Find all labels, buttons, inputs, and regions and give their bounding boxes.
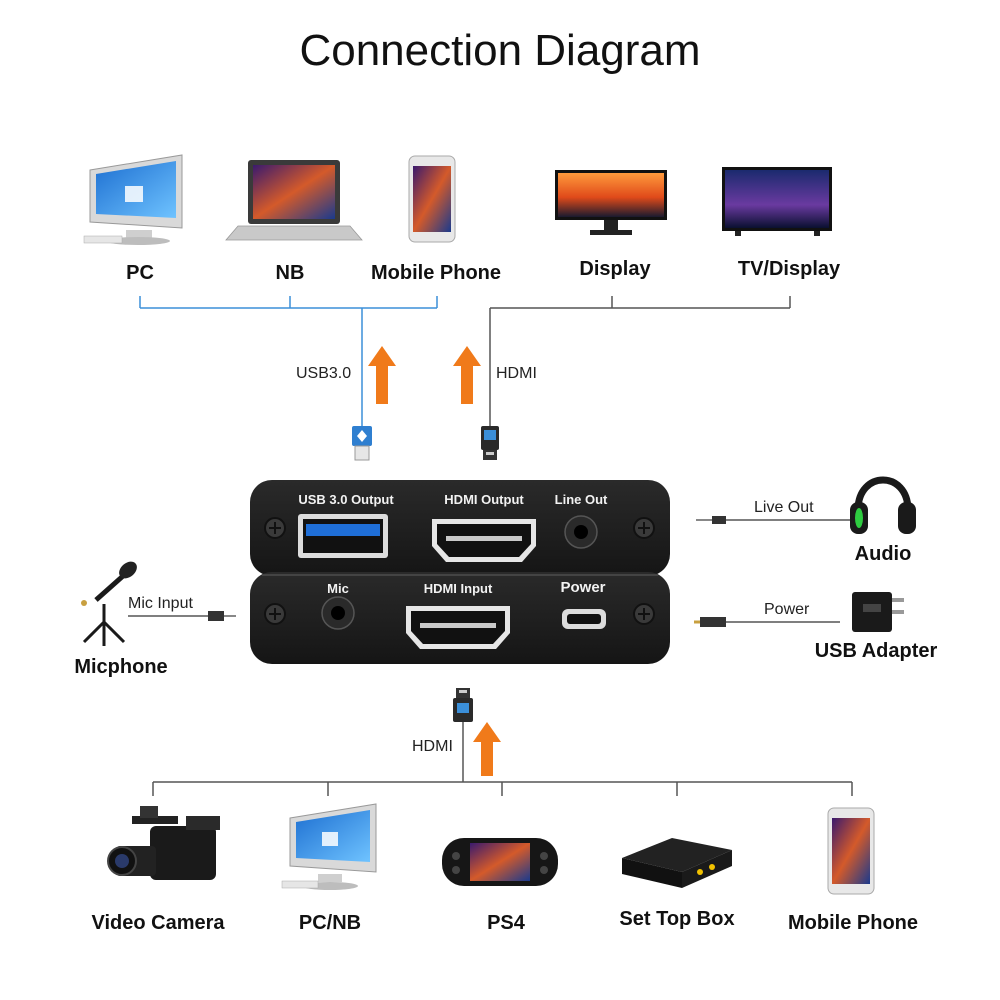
usb-arrow-icon	[368, 346, 396, 404]
hdmi-input-arrow-icon	[473, 722, 501, 776]
handheld-console-icon	[442, 838, 558, 886]
nb-label: NB	[275, 262, 305, 284]
live-out-cable	[696, 516, 850, 524]
mobile-phone-icon	[408, 155, 456, 243]
mobile-phone-label: Mobile Phone	[371, 262, 501, 284]
hdmi-input-port-icon	[406, 606, 510, 649]
hdmi-plug-icon	[481, 426, 499, 460]
mic-input-cable-label: Mic Input	[128, 595, 193, 612]
hdmi-input-plug-icon	[453, 688, 473, 722]
usb-plug-icon	[352, 426, 372, 461]
tv-display-label: TV/Display	[737, 258, 841, 280]
microphone-icon	[81, 561, 137, 646]
live-out-cable-label: Live Out	[754, 499, 814, 516]
ps4-label: PS4	[487, 912, 525, 934]
audio-label: Audio	[854, 543, 912, 565]
power-port-label: Power	[560, 579, 606, 596]
hdmi-input-lines	[152, 722, 853, 796]
hdmi-output-port-icon	[432, 519, 536, 562]
micro-usb-port-icon	[562, 609, 606, 629]
power-cable	[694, 617, 840, 627]
tv-icon	[722, 167, 832, 236]
pc-nb-label: PC/NB	[298, 912, 362, 934]
usb-connection-lines	[139, 296, 438, 428]
set-top-box-label: Set Top Box	[619, 908, 735, 930]
screw-icon	[264, 517, 286, 539]
usb-port-icon	[298, 514, 388, 558]
mic-jack-icon	[321, 596, 355, 630]
screw-icon	[633, 517, 655, 539]
usb-cable-label: USB3.0	[296, 365, 352, 382]
mic-port-label: Mic	[327, 581, 349, 596]
line-out-jack-icon	[564, 515, 598, 549]
pc-label: PC	[126, 262, 154, 284]
screw-icon	[633, 603, 655, 625]
hdmi-output-port-label: HDMI Output	[444, 492, 524, 507]
laptop-icon	[225, 160, 363, 241]
hdmi-input-port-label: HDMI Input	[423, 581, 493, 596]
hdmi-input-cable-label: HDMI	[412, 738, 453, 755]
display-label: Display	[579, 258, 651, 280]
mic-input-cable	[128, 611, 236, 621]
hdmi-output-cable-label: HDMI	[496, 365, 537, 382]
pc-icon	[281, 803, 377, 890]
mobile-phone-bottom-label: Mobile Phone	[788, 912, 918, 934]
pc-icon	[83, 154, 183, 245]
power-cable-label: Power	[764, 601, 810, 618]
usb-output-port-label: USB 3.0 Output	[298, 492, 394, 507]
mobile-phone-icon	[827, 807, 875, 895]
diagram-title: Connection Diagram	[299, 26, 701, 75]
hdmi-output-arrow-icon	[453, 346, 481, 404]
video-camera-label: Video Camera	[91, 912, 225, 934]
line-out-port-label: Line Out	[554, 492, 608, 507]
set-top-box-icon	[622, 838, 732, 888]
display-icon	[555, 170, 667, 235]
headphones-icon	[850, 476, 916, 534]
video-camera-icon	[107, 806, 220, 880]
usb-adapter-icon	[852, 592, 904, 632]
capture-device	[250, 480, 670, 664]
usb-adapter-label: USB Adapter	[814, 640, 938, 662]
hdmi-output-lines	[489, 296, 791, 428]
microphone-label: Micphone	[74, 656, 168, 678]
screw-icon	[264, 603, 286, 625]
